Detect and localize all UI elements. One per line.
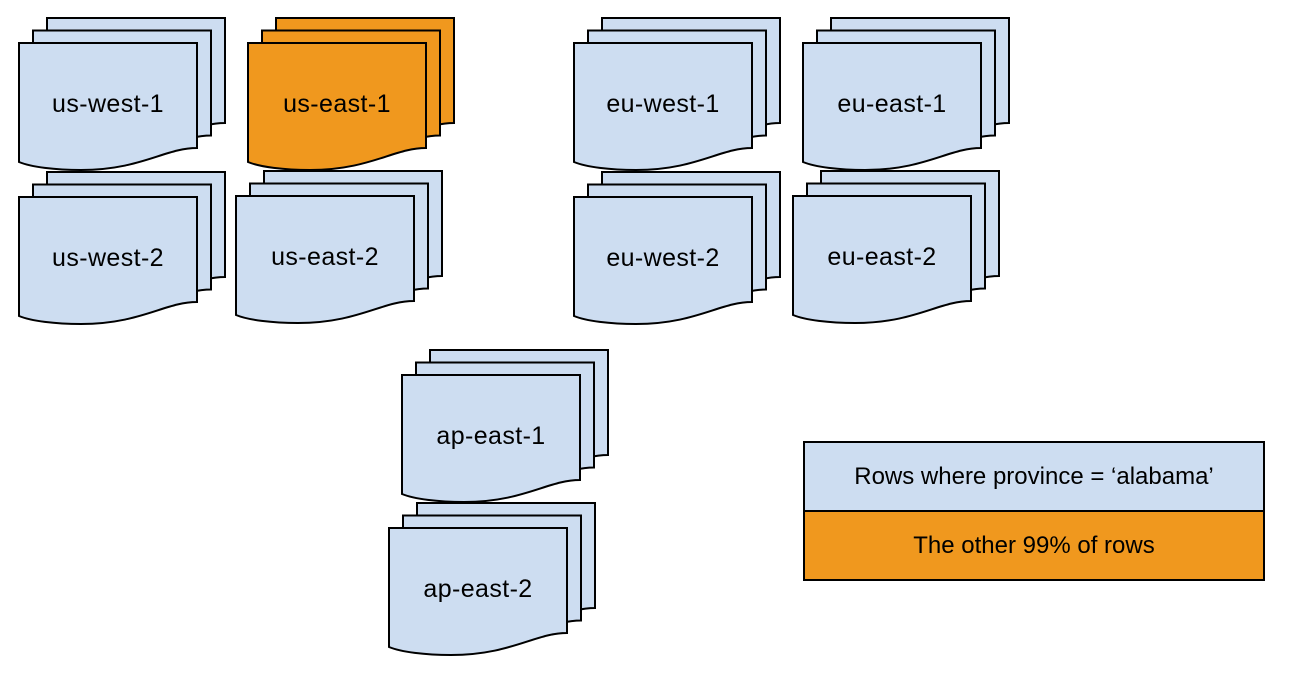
document-shape-front	[18, 196, 198, 326]
legend: Rows where province = ‘alabama’ The other…	[803, 441, 1265, 581]
document-stack-graphic	[18, 17, 226, 172]
document-stack-graphic	[802, 17, 1010, 172]
document-stack-graphic	[573, 17, 781, 172]
document-stack-graphic	[235, 170, 443, 325]
document-stack-eu-east-2: eu-east-2	[792, 170, 1000, 325]
document-shape-front	[18, 42, 198, 172]
document-stack-graphic	[401, 349, 609, 504]
document-shape-front	[573, 42, 753, 172]
document-stack-us-east-1: us-east-1	[247, 17, 455, 172]
document-stack-us-west-2: us-west-2	[18, 171, 226, 326]
document-stack-eu-east-1: eu-east-1	[802, 17, 1010, 172]
document-shape-front	[235, 195, 415, 325]
document-stack-us-east-2: us-east-2	[235, 170, 443, 325]
document-stack-graphic	[573, 171, 781, 326]
document-stack-eu-west-1: eu-west-1	[573, 17, 781, 172]
document-shape-front	[388, 527, 568, 657]
legend-item-label: The other 99% of rows	[913, 531, 1155, 559]
document-stack-graphic	[388, 502, 596, 657]
document-stack-graphic	[247, 17, 455, 172]
legend-item-other-rows: The other 99% of rows	[803, 510, 1265, 581]
legend-item-alabama-rows: Rows where province = ‘alabama’	[803, 441, 1265, 512]
document-stack-ap-east-2: ap-east-2	[388, 502, 596, 657]
document-shape-front	[247, 42, 427, 172]
document-shape-front	[401, 374, 581, 504]
document-stack-us-west-1: us-west-1	[18, 17, 226, 172]
document-stack-ap-east-1: ap-east-1	[401, 349, 609, 504]
document-shape-front	[792, 195, 972, 325]
document-stack-graphic	[792, 170, 1000, 325]
document-stack-eu-west-2: eu-west-2	[573, 171, 781, 326]
document-shape-front	[802, 42, 982, 172]
document-stack-graphic	[18, 171, 226, 326]
document-shape-front	[573, 196, 753, 326]
legend-item-label: Rows where province = ‘alabama’	[854, 462, 1214, 490]
